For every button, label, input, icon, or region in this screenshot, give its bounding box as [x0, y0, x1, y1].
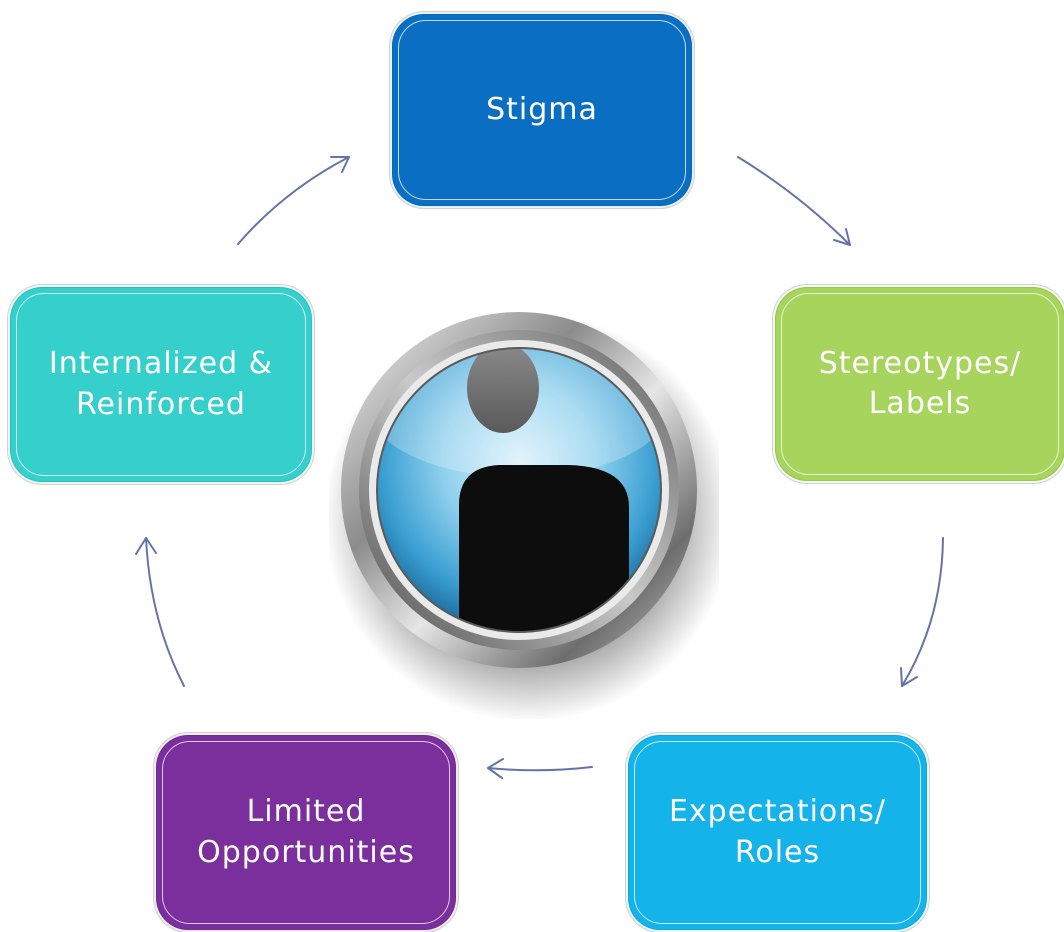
node-limited-opportunities: Limited Opportunities	[154, 733, 458, 932]
node-expectations-roles: Expectations/ Roles	[626, 733, 929, 932]
arrow-internalized-to-stigma	[237, 156, 350, 245]
arrow-limited-to-internalized	[135, 537, 185, 687]
node-expectations-label-line2: Roles	[734, 834, 821, 870]
node-stereotypes-label-line2: Labels	[868, 386, 972, 421]
arrow-stigma-to-stereotypes	[737, 156, 851, 246]
node-internalized-reinforced: Internalized & Reinforced	[8, 285, 314, 484]
node-stereotypes-label-line1: Stereotypes/	[818, 345, 1022, 381]
arrow-stereotypes-to-expectations	[900, 537, 944, 687]
person-silhouette-icon	[329, 312, 719, 719]
node-stigma-label: Stigma	[486, 91, 598, 127]
node-internalized-label-line2: Reinforced	[76, 386, 246, 422]
arrow-expectations-to-limited	[487, 758, 593, 779]
node-expectations-label-line1: Expectations/	[668, 794, 887, 829]
node-limited-label-line2: Opportunities	[197, 834, 415, 870]
node-internalized-label-line1: Internalized &	[48, 346, 274, 381]
node-stigma: Stigma	[390, 12, 694, 208]
node-limited-label-line1: Limited	[246, 794, 366, 829]
node-stereotypes-labels: Stereotypes/ Labels	[773, 285, 1064, 483]
